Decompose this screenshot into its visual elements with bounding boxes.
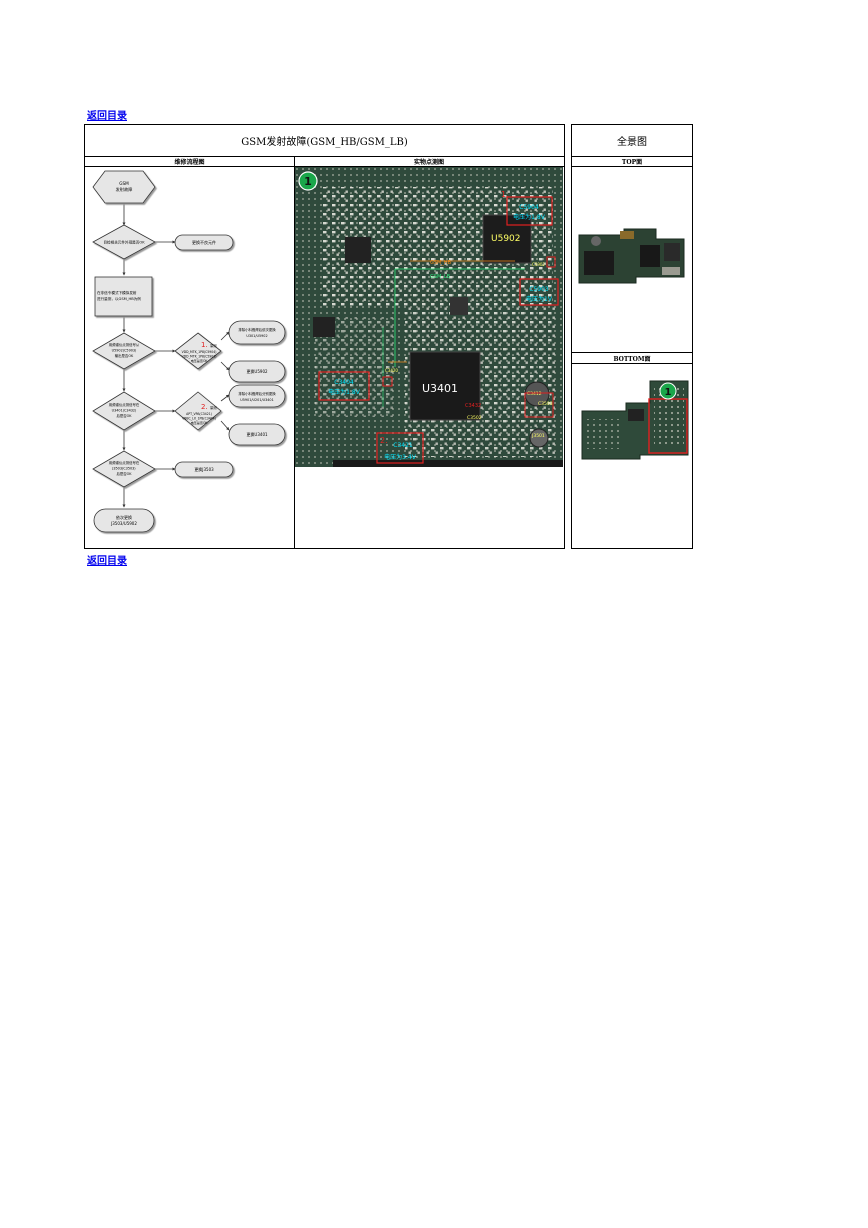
measure-1-label-1: 量测 [210, 343, 217, 348]
marker-1-icon [298, 171, 318, 191]
overview-title: 全景图 [572, 125, 692, 157]
c5902-label: C5902 [532, 262, 545, 267]
flow-header: 维修流程图 [85, 156, 294, 167]
repair-flowchart: GSM 发射故障 目检相关元件外观是否OK 更换不良元件 在非信令模式下模拟发射… [92, 170, 286, 533]
c5903-voltage: 电压为1V [526, 295, 553, 303]
callout-c3420 [382, 376, 393, 387]
callout-c5902 [546, 256, 556, 268]
decision-4-label-3: 后是否OK [116, 471, 132, 476]
start-shape [92, 170, 156, 204]
result-1-shape [174, 234, 234, 251]
back-to-toc-link-top[interactable]: 返回目录 [87, 111, 127, 122]
decision-3-label-3: 后是否OK [116, 413, 132, 418]
bottom-marker-label: 1 [665, 387, 672, 398]
decision-4-label-1: 用频谱仪点测信号在 [109, 460, 140, 465]
main-panel: GSM发射故障(GSM_HB/GSM_LB) 维修流程图 实物点测图 [84, 124, 565, 549]
callout-c3404 [318, 371, 370, 401]
top-view-header: TOP面 [572, 156, 692, 167]
decision-1-shape [92, 224, 156, 260]
bottom-view-image: 1 [581, 380, 689, 460]
decision-2-label-3: 输出是否OK [115, 353, 134, 358]
marker-1-label: 1 [304, 175, 312, 188]
top-view-image [576, 217, 688, 285]
decision-2-label-1: 用频谱仪点测信号从 [109, 342, 140, 347]
pcb-photo-svg: 1 C5904 电压为1.8V U5902 C5903 电压为1V C5902 … [295, 167, 563, 467]
process-1-label-1: 在非信令模式下模拟发射 [97, 290, 137, 295]
result-2-shape [228, 320, 286, 345]
result-4-label-1: 排除小料假焊后分别更换 [238, 391, 276, 396]
decision-3-label-1: 用频谱仪点测信号在 [109, 402, 140, 407]
end-label-1: 依次更换 [116, 514, 132, 520]
decision-2-label-2: U5902(C5903) [112, 349, 137, 353]
result-1-label: 更换不良元件 [192, 239, 216, 245]
result-3-label: 更换U5902 [246, 368, 268, 374]
bottom-view-header: BOTTOM面 [572, 353, 692, 364]
c3421-voltage: 电压为3.4V [384, 453, 417, 461]
measure-2-shape [174, 391, 222, 431]
result-2-label-1: 排除小料假焊后依次更换 [238, 327, 276, 332]
callout-c5904 [506, 196, 553, 226]
process-1-label-2: 进行量测，以GSM_HB为例 [97, 296, 141, 301]
result-3-shape [228, 360, 286, 383]
measure-2-label-3: VBBC_LX_1P8(C3404) [182, 417, 216, 421]
c3404-label: C3404 [334, 379, 354, 386]
u5902-label: U5902 [491, 234, 521, 244]
end-shape [93, 508, 155, 533]
measure-1-number: 1. [201, 341, 208, 349]
c3502-label: C3502 [467, 415, 482, 421]
measure-1-label-2: VDD_MTK_1P8(C5904) [182, 350, 217, 354]
result-5-label: 更换U3401 [246, 431, 268, 437]
c5904-voltage: 电压为1.8V [513, 213, 546, 221]
measure-2-number: 2. [201, 403, 208, 411]
back-to-toc-link-bottom[interactable]: 返回目录 [87, 556, 127, 567]
measure-2-label-4: 电压是否OK [191, 420, 209, 425]
overview-panel: 全景图 TOP面 BOTTOM面 1 [571, 124, 693, 549]
decision-4-shape [92, 450, 156, 488]
c5903-label: C5903 [529, 286, 549, 293]
u3401-label: U3401 [422, 382, 458, 395]
result-2-label-2: U301/U5902 [246, 334, 267, 338]
c3412-label: C3412 [527, 391, 542, 397]
result-5-shape [228, 423, 286, 446]
callout-num-1: 1. [501, 190, 509, 199]
c3404-voltage: 电压为1.8V [328, 388, 361, 396]
measure-2-label-2: APT_VPA(C3421) [186, 412, 212, 416]
decision-3-shape [92, 391, 156, 431]
result-4-shape [228, 384, 286, 408]
process-1-shape [94, 276, 153, 317]
gsm-lb-label: GSM_LB [430, 274, 451, 280]
pcb-measure-photo: 1 C5904 电压为1.8V U5902 C5903 电压为1V C5902 … [295, 167, 563, 467]
decision-4-label-2: J3503(C3503) [111, 467, 136, 471]
side-divider [572, 352, 692, 353]
measure-1-label-4: 电压是否OK [191, 358, 209, 363]
c3421-label: C3421 [393, 442, 413, 449]
start-label-2: 发射故障 [116, 186, 133, 193]
end-label-2: J3503/U5902 [110, 521, 137, 526]
result-6-label: 更换J3503 [194, 466, 214, 472]
callout-num-2: 2. [380, 436, 388, 445]
c3420-label: C3420 [385, 368, 398, 373]
callout-c5903 [519, 278, 559, 306]
c3503-label: C3503 [538, 401, 553, 407]
measure-2-label-1: 量测 [210, 405, 217, 410]
decision-3-label-2: U3401(C3432) [112, 409, 137, 413]
decision-1-label: 目检相关元件外观是否OK [103, 240, 145, 245]
main-title: GSM发射故障(GSM_HB/GSM_LB) [85, 125, 564, 157]
j3501-label: J3501 [531, 433, 545, 439]
decision-2-shape [92, 332, 156, 370]
callout-c3503 [524, 392, 554, 418]
gsm-hb-label: GSM_HB [430, 260, 452, 266]
measure-1-shape [174, 332, 222, 370]
start-label-1: GSM [119, 181, 129, 186]
measure-1-label-3: VDD_MTK_1P8(C5903) [182, 355, 217, 359]
c3432-label: C3432 [465, 403, 481, 409]
c5904-label: C5904 [519, 204, 539, 211]
result-4-label-2: U5901/U201/U3401 [240, 398, 273, 402]
callout-c3421 [376, 432, 424, 464]
column-divider [294, 156, 295, 548]
photo-header: 实物点测图 [294, 156, 564, 167]
result-6-shape [174, 461, 234, 478]
